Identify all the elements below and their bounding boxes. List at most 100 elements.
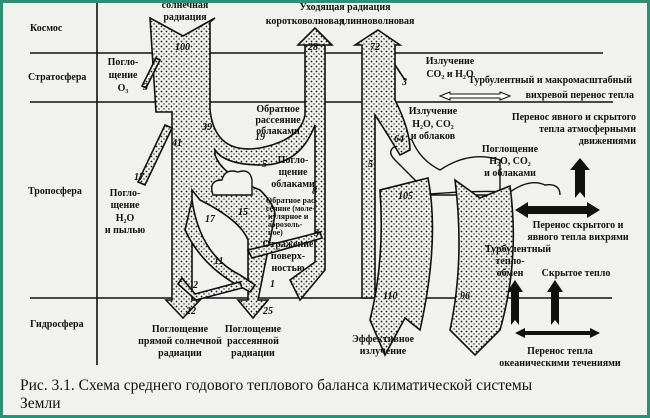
label: движениями (579, 136, 637, 147)
value-label: 28 (307, 42, 318, 53)
label: Обратное рас- (266, 196, 318, 205)
longwave-stream (352, 29, 411, 299)
label: CO₂ и H₂O (426, 69, 474, 80)
value-label: 17 (134, 172, 145, 183)
label: Перенос тепла (527, 346, 593, 357)
reflected-branch (246, 231, 324, 259)
label: Турбулентный и макромасштабный (468, 75, 632, 86)
atm-transfer-up-arrow (570, 158, 590, 198)
label: H₂O (116, 213, 135, 224)
value-label: 110 (383, 291, 397, 302)
label: Поглощение (225, 324, 282, 335)
value-label: 2 (192, 280, 198, 291)
value-label: 3 (142, 82, 148, 93)
value-label: 3 (401, 77, 407, 88)
solar-stream (149, 16, 326, 320)
label: Отражение (263, 239, 314, 250)
diffuse-branch (184, 199, 257, 294)
label: радиации (231, 348, 275, 359)
label: тепло- (495, 256, 524, 267)
label: Эффективное (352, 334, 415, 345)
label: рассеянной (227, 336, 279, 347)
atm-counter-band (449, 178, 515, 357)
label: облаками (271, 179, 315, 190)
label: H₂O, CO₂ (489, 156, 531, 167)
value-label: 17 (205, 214, 216, 225)
layer-troposphere: Тропосфера (28, 186, 82, 197)
value-label: 39 (201, 122, 212, 133)
layer-stratosphere: Стратосфера (28, 72, 86, 83)
value-label: 64 (394, 134, 404, 145)
label: океаническими течениями (499, 358, 621, 369)
label: Излучение (426, 56, 475, 67)
label: и облаков (411, 131, 456, 142)
value-label: 96 (460, 291, 470, 302)
label: щение (109, 70, 138, 81)
label: излучение (360, 346, 407, 357)
cloud-icon (390, 137, 501, 196)
value-label: 41 (171, 138, 182, 149)
value-label: 3 (313, 228, 319, 239)
label: солнечная (162, 3, 209, 11)
label: рассеяние (255, 115, 301, 126)
label: Излучение (409, 106, 458, 117)
label: Поглощение (482, 144, 539, 155)
shortwave-out-arrow (296, 26, 334, 46)
value-label: 5 (262, 159, 267, 170)
label: щение (111, 200, 140, 211)
label: аэрозоль- (268, 220, 303, 229)
value-label: 11 (214, 256, 223, 267)
value-label: 25 (262, 306, 273, 317)
label: Уходящая радиация (300, 3, 392, 13)
label: и пылью (105, 225, 146, 236)
latent-heat-arrow (547, 280, 563, 325)
label: поверх- (271, 251, 305, 262)
value-label: 8 (312, 186, 317, 197)
label: радиация (163, 12, 207, 23)
label: Погло- (110, 188, 141, 199)
label: Скрытое тепло (542, 268, 611, 279)
value-label: 1 (270, 279, 275, 290)
label: прямой солнечной (138, 336, 222, 347)
turbulent-exchange-arrow (507, 280, 523, 325)
value-label: 15 (238, 207, 248, 218)
value-label: 19 (255, 132, 265, 143)
dust-absorption-arrow (136, 123, 174, 187)
diagram-frame: Космос Стратосфера Тропосфера Гидросфера… (3, 3, 647, 415)
label: Погло- (108, 57, 139, 68)
layer-space: Космос (30, 23, 63, 34)
label: щение (279, 167, 308, 178)
eddy-transfer-arrow (515, 202, 600, 218)
figure-caption: Рис. 3.1. Схема среднего годового теплов… (20, 377, 533, 394)
cloud-icon (210, 170, 253, 196)
ocean-transfer-arrow (515, 328, 600, 338)
label: облаками (256, 126, 300, 137)
value-label: 72 (370, 42, 380, 53)
value-label: 105 (398, 191, 413, 202)
label: и облаками (484, 168, 536, 179)
value-label: 100 (175, 42, 190, 53)
reflect-2-branch (176, 276, 244, 301)
value-label: 22 (185, 306, 196, 317)
layer-hydrosphere: Гидросфера (30, 319, 84, 330)
label: явного тепла вихрями (527, 232, 629, 243)
co2-emission-arrow (394, 64, 406, 81)
figure-caption-continued: Земли (20, 395, 60, 412)
label: Погло- (278, 155, 309, 166)
label: O₃ (118, 83, 129, 94)
o3-absorption-arrow (140, 56, 162, 90)
label: Обратное (256, 104, 300, 115)
label: коротковолновая (266, 16, 345, 27)
heat-balance-diagram: Космос Стратосфера Тропосфера Гидросфера… (20, 3, 637, 412)
label: радиации (158, 348, 202, 359)
label: Перенос скрытого и (533, 220, 624, 231)
label: ностью (271, 263, 304, 274)
label: H₂O, CO₂ (412, 119, 454, 130)
label: обмен (497, 268, 524, 279)
label: вихревой перенос тепла (526, 90, 634, 101)
turbulent-transfer-arrow (438, 91, 512, 101)
label: Поглощение (152, 324, 209, 335)
label: Перенос явного и скрытого (512, 112, 636, 123)
label: сеяние (моле- (266, 204, 315, 213)
surface-emission-band (369, 177, 434, 357)
